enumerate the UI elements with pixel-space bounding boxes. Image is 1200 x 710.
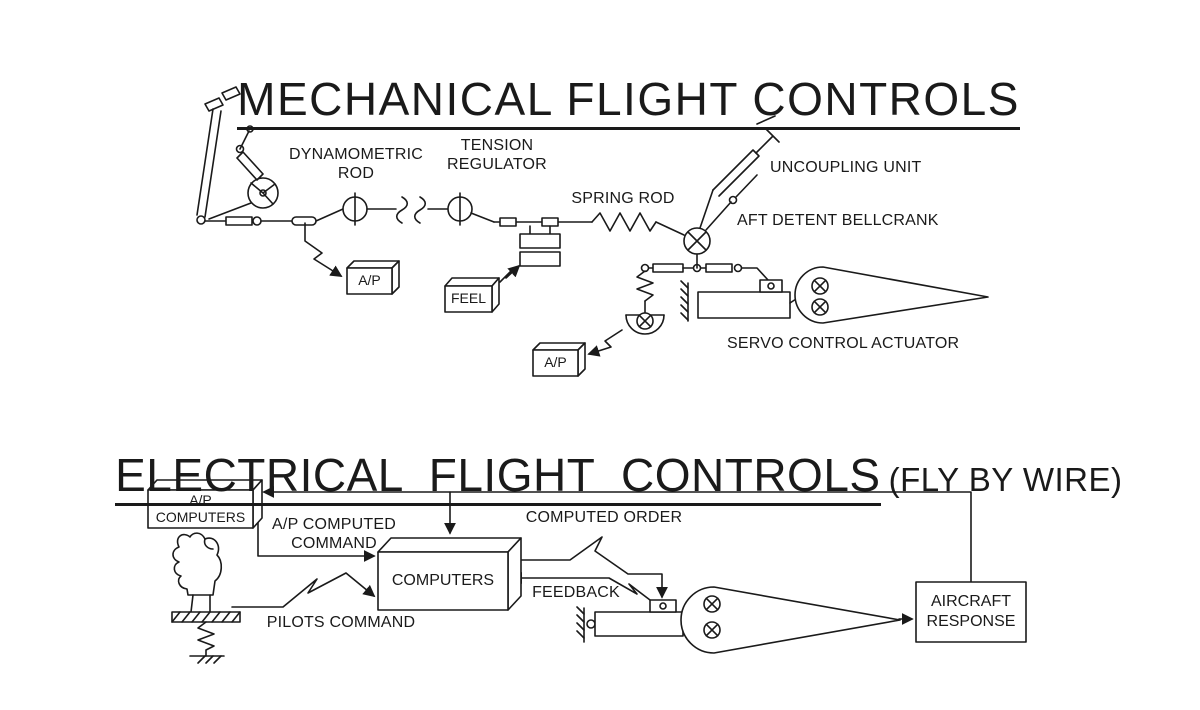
ap-computers-box-label: A/P COMPUTERS [155, 491, 246, 526]
sidestick [171, 532, 241, 664]
artificial-feel-spring-quadrant [625, 270, 665, 335]
pilots-command-line [231, 572, 376, 608]
ap-computed-command-label: A/P COMPUTED COMMAND [272, 516, 396, 552]
feedback-loop-line [262, 486, 972, 583]
computers-box [377, 537, 522, 611]
electrical-title: ELECTRICAL FLIGHT CONTROLS(FLY BY WIRE) [62, 394, 1122, 556]
servo-control-actuator-symbol [680, 279, 797, 322]
computers-box-label: COMPUTERS [391, 572, 495, 589]
servo-control-actuator-label: SERVO CONTROL ACTUATOR [727, 335, 960, 352]
aft-detent-bellcrank-symbol [683, 174, 758, 269]
electrical-title-text: ELECTRICAL FLIGHT CONTROLS [115, 449, 881, 506]
uncoupling-unit-label: UNCOUPLING UNIT [770, 159, 922, 176]
hinge-bearing-icon [703, 595, 721, 639]
hinge-bearing-icon [811, 277, 829, 316]
electrical-subtitle-text: (FLY BY WIRE) [888, 461, 1123, 498]
pilots-command-label: PILOTS COMMAND [266, 614, 416, 631]
control-column [196, 86, 279, 225]
aircraft-response-box [915, 581, 1027, 643]
servo-actuator-lower [576, 599, 684, 643]
spring-rod-label: SPRING ROD [571, 190, 675, 207]
computed-order-line [507, 536, 668, 599]
feel-box-label: FEEL [450, 290, 486, 307]
tension-regulator-symbol [447, 192, 593, 267]
mechanical-title: MECHANICAL FLIGHT CONTROLS [0, 18, 1200, 180]
elevator-surface-lower [680, 586, 914, 654]
lower-linkage-run [640, 263, 769, 281]
ap-computers-box [147, 479, 263, 529]
mechanical-title-text: MECHANICAL FLIGHT CONTROLS [237, 73, 1020, 130]
computed-order-label: COMPUTED ORDER [525, 509, 683, 526]
autopilot-lower-box-label: A/P [544, 354, 567, 371]
feedback-line [510, 572, 651, 601]
aircraft-response-box-label: AIRCRAFT RESPONSE [926, 593, 1016, 630]
elevator-surface-upper [794, 266, 989, 324]
autopilot-upper-tap [304, 222, 400, 295]
aft-detent-bellcrank-label: AFT DETENT BELLCRANK [737, 212, 939, 229]
spring-rod-symbol [591, 212, 685, 236]
tension-regulator-label: TENSION REGULATOR [447, 137, 547, 173]
autopilot-lower-tap [532, 329, 623, 377]
dynamometric-rod-symbol [342, 192, 397, 226]
feel-unit-box [444, 264, 521, 313]
feedback-label: FEEDBACK [532, 584, 620, 601]
dynamometric-rod-label: DYNAMOMETRIC ROD [289, 146, 423, 182]
cable-break-marks [395, 196, 449, 224]
cable-run-forward [204, 208, 344, 226]
uncoupling-unit-symbol [712, 115, 780, 197]
autopilot-upper-box-label: A/P [358, 272, 381, 289]
